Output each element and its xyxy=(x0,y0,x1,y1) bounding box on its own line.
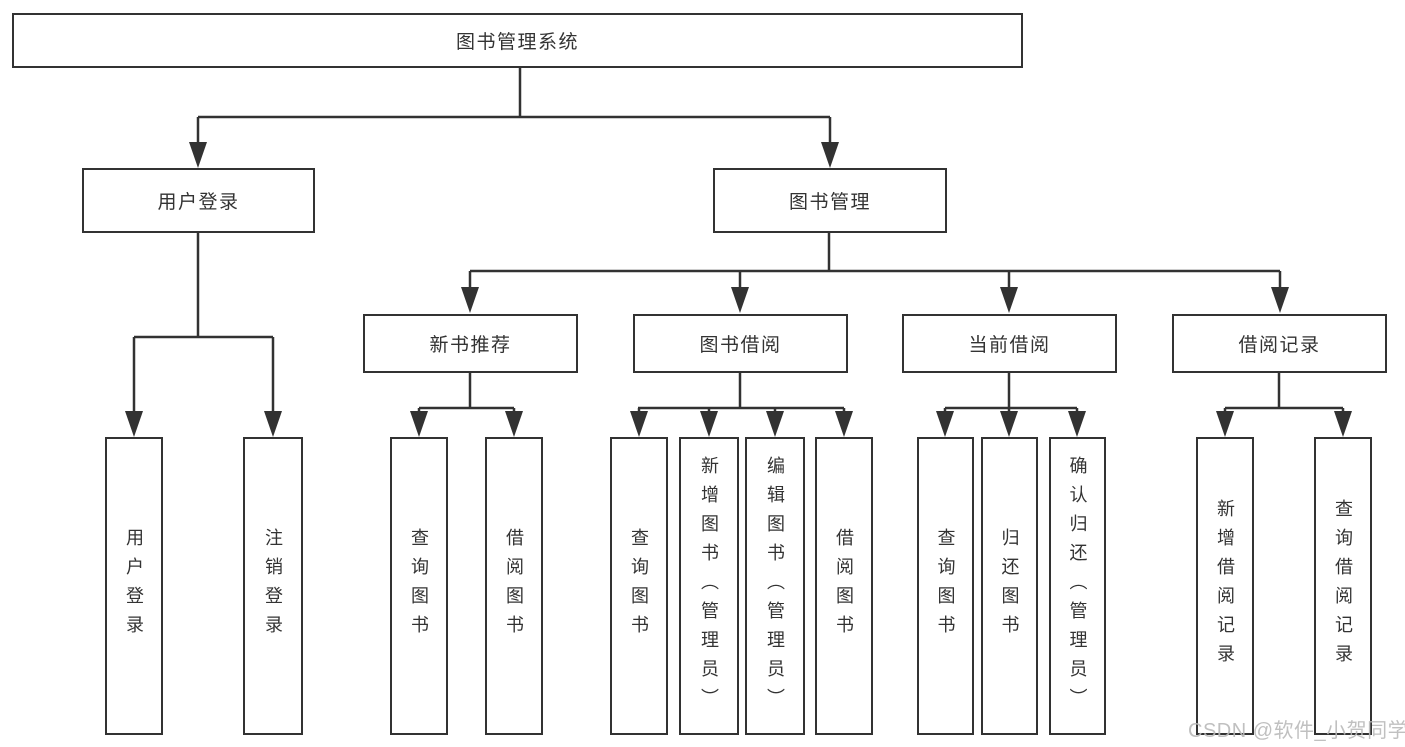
csdn-watermark: CSDN @软件_小贺同学 xyxy=(1188,720,1405,742)
node-book-borrow-label: 图书借阅 xyxy=(699,335,782,356)
leaf-borrow-borrow-book-label: 借阅图书 xyxy=(834,528,854,644)
leaf-user-login: 用户登录 xyxy=(105,437,163,735)
leaf-logout: 注销登录 xyxy=(243,437,303,735)
leaf-query-borrow-record: 查询借阅记录 xyxy=(1314,437,1372,735)
node-current-borrow: 当前借阅 xyxy=(902,314,1117,373)
node-borrow-records: 借阅记录 xyxy=(1172,314,1387,373)
leaf-user-login-label: 用户登录 xyxy=(124,528,144,644)
node-new-book-recommend-label: 新书推荐 xyxy=(429,335,512,356)
leaf-current-query-book-label: 查询图书 xyxy=(935,528,956,644)
node-current-borrow-label: 当前借阅 xyxy=(968,335,1051,356)
leaf-newbooks-borrow-book-label: 借阅图书 xyxy=(504,528,524,644)
node-book-management-label: 图书管理 xyxy=(788,192,871,213)
leaf-newbooks-query-book-label: 查询图书 xyxy=(409,528,429,644)
node-book-management: 图书管理 xyxy=(713,168,947,233)
leaf-newbooks-query-book: 查询图书 xyxy=(390,437,448,735)
leaf-current-query-book: 查询图书 xyxy=(917,437,974,735)
leaf-confirm-return-admin: 确认归还（管理员） xyxy=(1049,437,1106,735)
node-borrow-records-label: 借阅记录 xyxy=(1238,335,1321,356)
leaf-return-book-label: 归还图书 xyxy=(999,528,1020,644)
leaf-add-borrow-record-label: 新增借阅记录 xyxy=(1215,499,1235,673)
leaf-query-borrow-record-label: 查询借阅记录 xyxy=(1333,499,1353,673)
leaf-edit-book-admin: 编辑图书（管理员） xyxy=(745,437,805,735)
node-book-borrow: 图书借阅 xyxy=(633,314,848,373)
leaf-borrow-query-book: 查询图书 xyxy=(610,437,668,735)
leaf-edit-book-admin-label: 编辑图书（管理员） xyxy=(765,455,785,717)
node-root: 图书管理系统 xyxy=(12,13,1023,68)
node-root-label: 图书管理系统 xyxy=(455,32,579,53)
leaf-add-borrow-record: 新增借阅记录 xyxy=(1196,437,1254,735)
leaf-borrow-borrow-book: 借阅图书 xyxy=(815,437,873,735)
node-user-login: 用户登录 xyxy=(82,168,315,233)
node-user-login-label: 用户登录 xyxy=(157,192,240,213)
leaf-add-book-admin: 新增图书（管理员） xyxy=(679,437,739,735)
leaf-confirm-return-admin-label: 确认归还（管理员） xyxy=(1067,455,1088,717)
node-new-book-recommend: 新书推荐 xyxy=(363,314,578,373)
leaf-add-book-admin-label: 新增图书（管理员） xyxy=(699,455,719,717)
leaf-logout-label: 注销登录 xyxy=(263,528,283,644)
leaf-newbooks-borrow-book: 借阅图书 xyxy=(485,437,543,735)
leaf-borrow-query-book-label: 查询图书 xyxy=(629,528,649,644)
leaf-return-book: 归还图书 xyxy=(981,437,1038,735)
